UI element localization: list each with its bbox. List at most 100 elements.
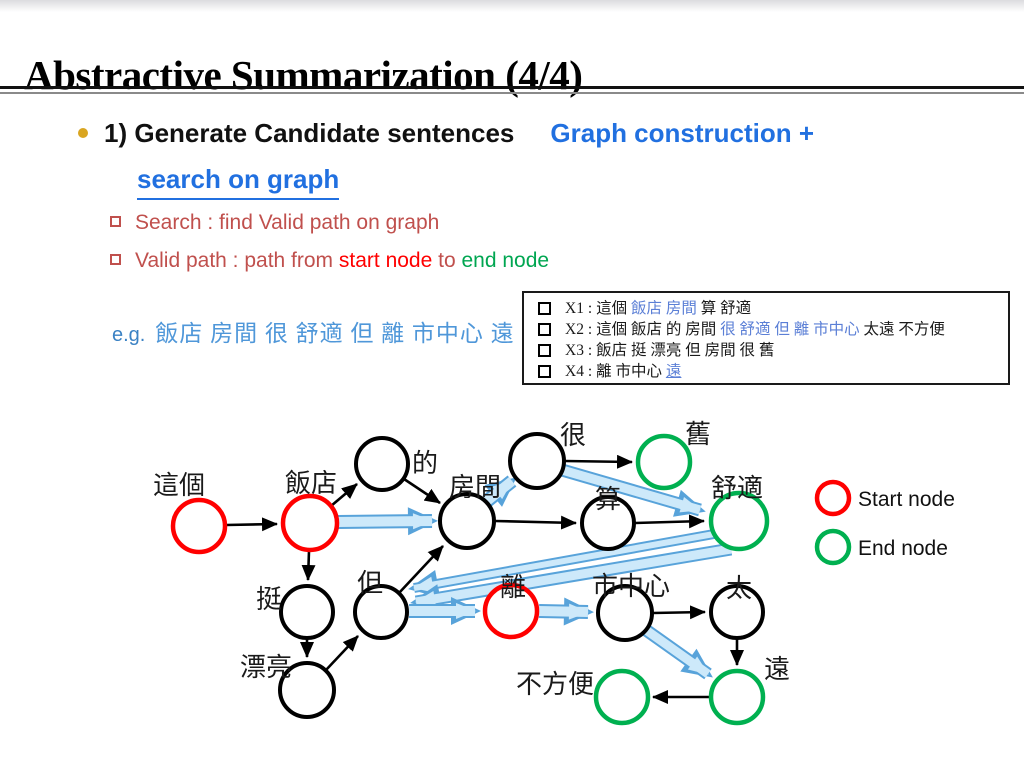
page-title: Abstractive Summarization (4/4): [24, 52, 583, 99]
legend-end-node-icon: [814, 528, 852, 566]
bullet-line-2: search on graph: [137, 164, 340, 200]
edge-dan-fangjian: [398, 545, 444, 594]
example-text: 飯店 房間 很 舒適 但 離 市中心 遠: [155, 321, 515, 346]
path-arrow-hen-shushi: [560, 463, 706, 517]
node-shushi-end: [708, 490, 770, 552]
checkbox-icon: [538, 344, 551, 358]
graph-edges: [225, 454, 744, 704]
candidate-x2: X2 :這個 飯店 的 房間 很 舒適 但 離 市中心 太遠 不方便: [534, 319, 1008, 340]
edge-fandian-de: [330, 483, 358, 507]
label-tai: 太: [726, 574, 752, 603]
label-li: 離: [500, 573, 526, 602]
node-li-start: [482, 582, 540, 640]
edge-fangjian-suan: [494, 515, 577, 530]
checkbox-icon: [538, 302, 551, 316]
path-arrows: [337, 463, 733, 680]
label-de: 的: [412, 449, 438, 478]
x3-pre: 飯店 挺 漂亮 但 房間 很 舊: [596, 342, 775, 359]
node-ting: [279, 584, 335, 640]
legend-end-label: End node: [858, 537, 948, 560]
bullet-text-blue: Graph construction +: [550, 118, 815, 148]
validpath-start-node: start node: [338, 249, 433, 272]
label-dan: 但: [357, 569, 383, 598]
candidate-x1: X1 :這個 飯店 房間 算 舒適: [534, 298, 1008, 319]
square-bullet-icon: [110, 216, 121, 228]
edge-suan-shushi: [634, 514, 705, 529]
checkbox-icon: [538, 365, 551, 379]
sub-bullet-search: Search : find Valid path on graph: [110, 211, 439, 235]
validpath-end-node: end node: [461, 249, 550, 272]
path-arrow-shushi-dan-upper: [408, 529, 715, 598]
sub-bullet-validpath: Valid path : path from start node to end…: [110, 249, 549, 273]
node-fangjian: [438, 492, 496, 550]
x1-pre: 這個: [596, 300, 632, 317]
slide-top-gradient: [0, 0, 1024, 12]
node-piaoliang: [278, 661, 336, 719]
label-ting: 挺: [256, 585, 282, 614]
square-bullet-icon: [110, 254, 121, 266]
label-bufangbian: 不方便: [516, 670, 594, 699]
node-jiu-end: [635, 433, 693, 491]
bullet-text-black: 1) Generate Candidate sentences: [104, 118, 515, 148]
title-divider-thin: [0, 92, 1024, 94]
x2-blue: 很 舒適 但 離 市中心: [720, 321, 860, 338]
label-suan: 算: [595, 485, 621, 514]
x4-id: X4 :: [565, 363, 593, 380]
label-piaoliang: 漂亮: [240, 653, 292, 682]
checkbox-icon: [538, 323, 551, 337]
x1-blue: 飯店 房間: [631, 300, 697, 317]
path-arrow-li-shizhongxin: [538, 597, 594, 626]
node-bufangbian-end: [593, 668, 651, 726]
validpath-mid: to: [432, 249, 462, 272]
label-fandian: 飯店: [285, 469, 337, 498]
edge-hen-jiu: [564, 454, 633, 469]
x4-pre: 離 市中心: [596, 363, 666, 380]
legend: Start node End node: [814, 479, 955, 566]
edge-shizhongxin-tai: [652, 605, 706, 620]
edge-piaoliang-dan: [325, 635, 359, 671]
candidate-x4: X4 :離 市中心 遠: [534, 361, 1008, 382]
node-shizhongxin: [596, 584, 654, 642]
graph-nodes: [170, 432, 770, 726]
edge-zhege-fandian: [225, 517, 278, 532]
node-yuan-end: [708, 668, 766, 726]
candidate-x3: X3 :飯店 挺 漂亮 但 房間 很 舊: [534, 340, 1008, 361]
legend-start-node-icon: [814, 479, 852, 517]
label-yuan: 遠: [764, 655, 790, 684]
bullet-line-1: 1) Generate Candidate sentences Graph con…: [78, 118, 814, 149]
label-shushi: 舒適: [711, 474, 763, 503]
node-hen: [508, 432, 566, 490]
label-fangjian: 房間: [449, 473, 501, 502]
label-shizhongxin: 市中心: [592, 572, 670, 601]
x4-blue: 遠: [665, 363, 682, 380]
x1-post: 算 舒適: [696, 300, 752, 317]
bullet-dot-icon: [78, 128, 88, 139]
x2-post: 太遠 不方便: [859, 321, 945, 338]
label-hen: 很: [560, 421, 586, 450]
x2-pre: 這個 飯店 的 房間: [596, 321, 721, 338]
node-suan: [580, 495, 636, 551]
edge-fandian-ting: [301, 550, 316, 581]
path-arrow-shushi-dan-lower: [410, 542, 733, 612]
graph-node-labels: 這個 飯店 的 房間 很 舊 算 舒適 挺 漂亮 但 離 市中心 太 遠 不方便: [153, 420, 790, 699]
title-divider-thick: [0, 86, 1024, 89]
sub-bullet-search-text: Search : find Valid path on graph: [135, 211, 440, 234]
path-arrow-fandian-fangjian: [337, 507, 438, 536]
example-sentence: e.g. 飯店 房間 很 舒適 但 離 市中心 遠: [112, 314, 515, 348]
candidate-sentences-box: X1 :這個 飯店 房間 算 舒適 X2 :這個 飯店 的 房間 很 舒適 但 …: [522, 291, 1010, 385]
x2-id: X2 :: [565, 321, 593, 338]
label-zhege: 這個: [153, 471, 205, 500]
node-zhege-start: [170, 497, 228, 555]
path-arrow-fangjian-hen: [482, 475, 517, 507]
node-dan: [353, 584, 409, 640]
x3-id: X3 :: [565, 342, 593, 359]
validpath-pre: Valid path : path from: [135, 249, 339, 272]
x1-id: X1 :: [565, 300, 593, 317]
legend-start-label: Start node: [858, 488, 955, 511]
node-de: [354, 436, 410, 492]
node-tai: [709, 584, 765, 640]
example-label: e.g.: [112, 324, 146, 346]
node-fandian-start: [280, 493, 340, 553]
label-jiu: 舊: [685, 420, 711, 449]
